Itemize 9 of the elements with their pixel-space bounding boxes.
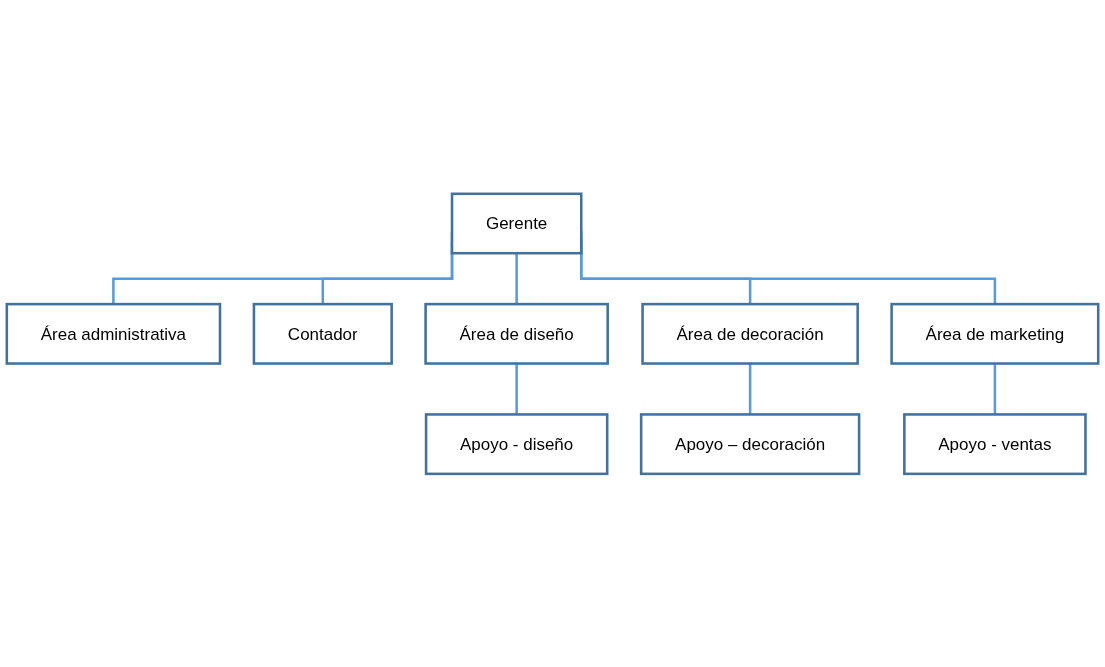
node-box: Contador: [252, 302, 393, 365]
node-box: Área administrativa: [5, 302, 222, 365]
node-box: Gerente: [450, 192, 583, 255]
node-box: Área de marketing: [890, 302, 1100, 365]
node-box: Apoyo – decoración: [639, 412, 861, 475]
node-box: Apoyo - ventas: [903, 412, 1087, 475]
node-box: Área de decoración: [641, 302, 859, 365]
node-box: Área de diseño: [424, 302, 609, 365]
node-box: Apoyo - diseño: [424, 412, 609, 475]
